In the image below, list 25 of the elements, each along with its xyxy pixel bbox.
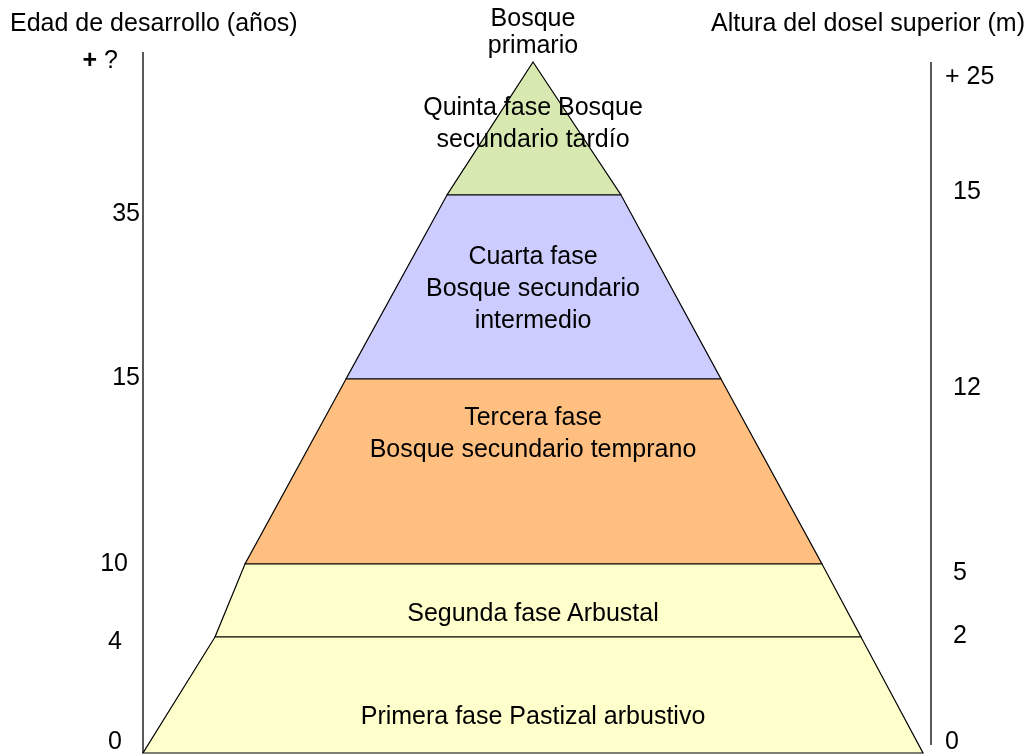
band-label: Tercera fase — [464, 401, 602, 432]
pyramid-band — [215, 564, 861, 637]
axis-tick-label: 4 — [108, 625, 122, 655]
pyramid-band — [143, 637, 923, 753]
band-label: Cuarta fase — [468, 240, 598, 271]
axis-tick-label: 0 — [945, 725, 959, 755]
axis-tick-label: 35 — [112, 197, 140, 227]
axis-tick-label: 12 — [953, 371, 981, 401]
axis-tick-label: 2 — [953, 619, 967, 649]
band-label: Primera fase Pastizal arbustivo — [360, 700, 706, 731]
band-label: Bosque secundario temprano — [369, 433, 697, 464]
axis-tick-label: 5 — [953, 556, 967, 586]
axis-title: Edad de desarrollo (años) — [10, 7, 298, 37]
axis-tick-label: 15 — [953, 175, 981, 205]
axis-title: Altura del dosel superior (m) — [711, 7, 1025, 37]
band-label: Segunda fase Arbustal — [407, 597, 659, 628]
axis-tick-label: + 25 — [945, 60, 995, 90]
axis-tick-label: 10 — [100, 547, 128, 577]
pyramid-band — [346, 195, 721, 379]
axis-tick-label: 15 — [112, 361, 140, 391]
apex-label: Bosque primario — [486, 4, 580, 58]
band-label: Bosque secundario intermedio — [424, 272, 641, 335]
axis-tick-label: + ? — [82, 44, 118, 74]
pyramid-band — [245, 379, 822, 564]
axis-tick-label: 0 — [108, 725, 122, 755]
